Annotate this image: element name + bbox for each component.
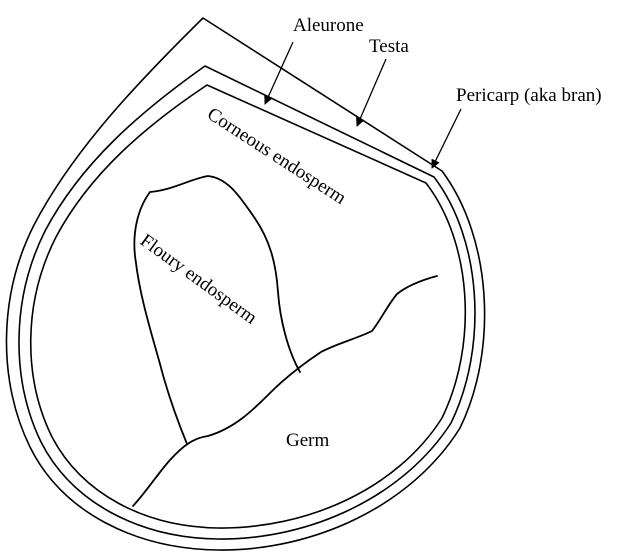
corneous-endosperm-label: Corneous endosperm: [203, 104, 350, 209]
floury-endosperm-boundary: [134, 176, 300, 444]
pericarp-label: Pericarp (aka bran): [456, 85, 602, 106]
germ-boundary: [133, 276, 437, 506]
pericarp-arrow: [432, 109, 461, 168]
germ-label: Germ: [286, 430, 329, 451]
testa-label: Testa: [369, 36, 409, 57]
aleurone-label: Aleurone: [293, 15, 364, 36]
testa-arrow: [357, 59, 386, 126]
floury-endosperm-label: Floury endosperm: [136, 230, 261, 329]
